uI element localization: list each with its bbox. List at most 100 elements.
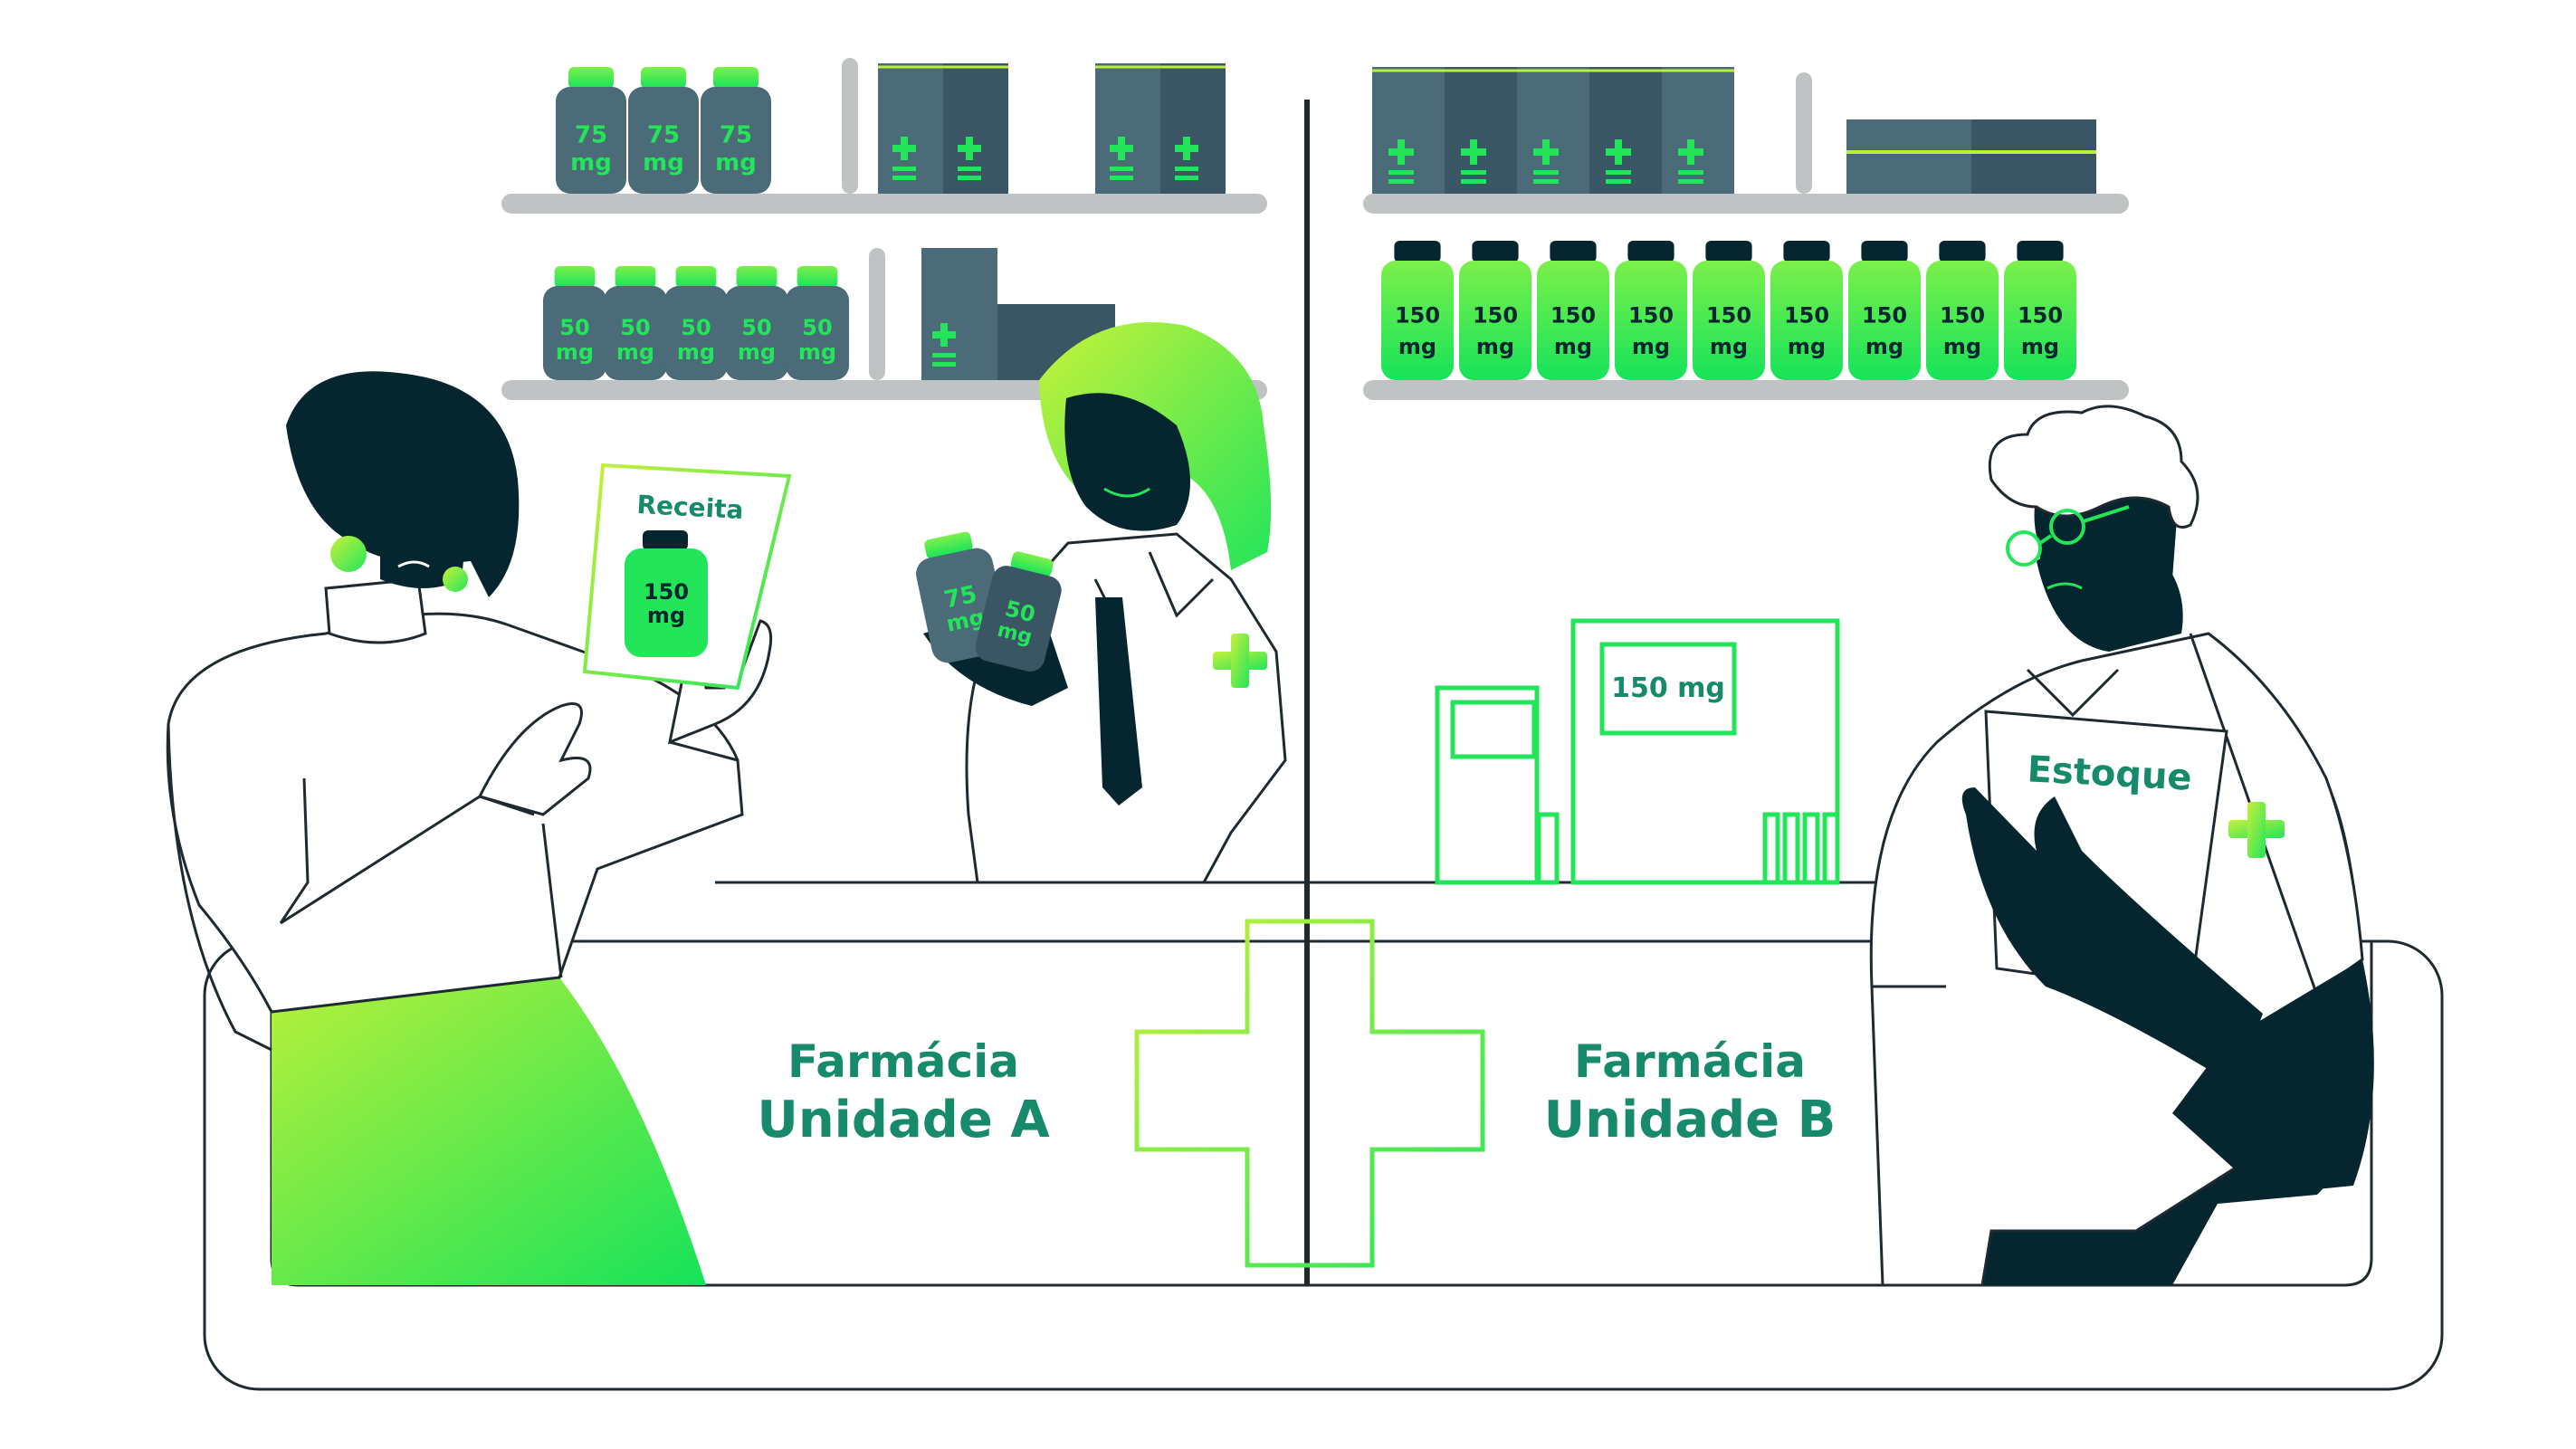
face <box>1064 393 1190 531</box>
medicine-box-icon <box>1095 63 1160 194</box>
pharmacy-a-line1: Farmácia <box>787 1035 1019 1088</box>
pharmacist-bottle-1-value: 75 <box>941 581 979 615</box>
medicine-box-icon <box>878 63 943 194</box>
pharmacist-bottles: 75 mg 50 mg <box>916 531 1062 672</box>
plus-cross-icon <box>878 65 943 180</box>
pharmacist-man: Estoque <box>1869 405 2374 1287</box>
medicine-box-icon <box>1372 67 1445 194</box>
building-small <box>1435 685 1540 885</box>
medicine-box-icon <box>1846 119 1971 194</box>
plus-cross-icon <box>932 323 956 367</box>
tie <box>1095 597 1142 806</box>
warehouse-sign <box>1599 642 1737 736</box>
medicine-box-icon <box>1160 63 1226 194</box>
arm <box>2172 959 2374 1195</box>
bottle-dose-value: 150 <box>2018 303 2063 329</box>
medicine-box-icon <box>1445 67 1517 194</box>
bottle-dose-value: 150 <box>1862 303 1907 329</box>
pill-bottle-icon: 150 mg <box>1537 241 1609 380</box>
prescription-dose-unit: mg <box>647 603 685 628</box>
warehouse-label: 150 mg <box>1611 672 1725 704</box>
counter-outer <box>203 939 2444 1391</box>
shelf-divider <box>1796 72 1812 194</box>
bottle-dose-value: 150 <box>1473 303 1518 329</box>
bottle-dose-unit: mg <box>1476 334 1514 359</box>
plus-cross-icon <box>1160 65 1226 180</box>
pharmacy-a-line2: Unidade A <box>757 1091 1050 1149</box>
plus-cross-icon <box>1134 919 1485 1268</box>
shelf-board <box>1363 380 2129 400</box>
plus-cross-icon <box>943 65 1008 180</box>
medicine-box-icon <box>1589 67 1662 194</box>
bottle-dose-value: 50 <box>559 315 589 340</box>
pill-bottle-icon: 150 mg <box>1693 241 1765 380</box>
hand <box>1961 787 2263 1086</box>
bottle-dose-unit: mg <box>616 339 654 365</box>
earring <box>443 567 468 592</box>
prescription-paper: Receita 150 mg <box>582 462 792 691</box>
bottle-dose-value: 150 <box>1784 303 1829 329</box>
right-shelf-unit: 150mg150mg150mg150mg150mg150mg150mg150mg… <box>1363 67 2129 400</box>
shelf-divider <box>842 58 858 194</box>
bottle-dose-unit: mg <box>1865 334 1903 359</box>
clipboard-title: Estoque <box>2027 748 2193 798</box>
bottle-dose-value: 75 <box>575 121 607 148</box>
bottle-dose-unit: mg <box>2021 334 2059 359</box>
bottle-dose-value: 150 <box>1395 303 1440 329</box>
pharmacy-b-line1: Farmácia <box>1574 1035 1806 1088</box>
medicine-box-icon <box>1517 67 1589 194</box>
bottle-group-150mg: 150mg150mg150mg150mg150mg150mg150mg150mg… <box>1381 241 2076 380</box>
bottle-dose-value: 150 <box>1550 303 1596 329</box>
plus-cross-icon <box>2228 802 2285 858</box>
medicine-box-icon <box>1662 67 1734 194</box>
pill-bottle-cap <box>643 530 688 550</box>
pill-bottle-icon: 150 mg <box>1770 241 1843 380</box>
glasses-icon <box>2006 505 2130 567</box>
medicine-box-group <box>1372 67 1734 194</box>
bottle-dose-value: 150 <box>1628 303 1674 329</box>
building-icon <box>1435 618 1840 885</box>
bottle-dose-value: 150 <box>1706 303 1751 329</box>
prescription-dose-value: 150 <box>644 579 689 605</box>
medicine-box-icon <box>1971 119 2096 194</box>
bottle-dose-unit: mg <box>556 339 594 365</box>
bottle-dose-unit: mg <box>1554 334 1592 359</box>
bottle-dose-value: 75 <box>647 121 680 148</box>
earring <box>330 536 367 572</box>
shelf-divider <box>869 248 885 380</box>
pill-bottle-icon: 150 mg <box>1381 241 1454 380</box>
prescription-title: Receita <box>636 490 745 525</box>
customer-woman <box>166 371 773 1285</box>
bottle-dose-unit: mg <box>1788 334 1826 359</box>
bottle-dose-unit: mg <box>1398 334 1436 359</box>
building-main <box>1570 618 1840 885</box>
bottle-dose-value: 50 <box>802 315 832 340</box>
bottle-dose-value: 75 <box>720 121 752 148</box>
bottle-dose-value: 50 <box>681 315 711 340</box>
skirt <box>272 977 706 1285</box>
medicine-box-icon <box>921 248 997 380</box>
bottle-dose-value: 150 <box>1940 303 1985 329</box>
pharmacy-b-line2: Unidade B <box>1544 1091 1837 1149</box>
pill-bottle-icon: 50 mg <box>975 551 1062 672</box>
bottle-dose-unit: mg <box>643 149 684 176</box>
medicine-box-icon <box>943 63 1008 194</box>
bottle-dose-unit: mg <box>677 339 715 365</box>
bottle-dose-unit: mg <box>570 149 612 176</box>
shelf-board <box>501 194 1267 214</box>
bottle-dose-unit: mg <box>798 339 836 365</box>
bottle-dose-unit: mg <box>1710 334 1748 359</box>
hand <box>477 702 592 816</box>
bottle-dose-value: 50 <box>620 315 650 340</box>
